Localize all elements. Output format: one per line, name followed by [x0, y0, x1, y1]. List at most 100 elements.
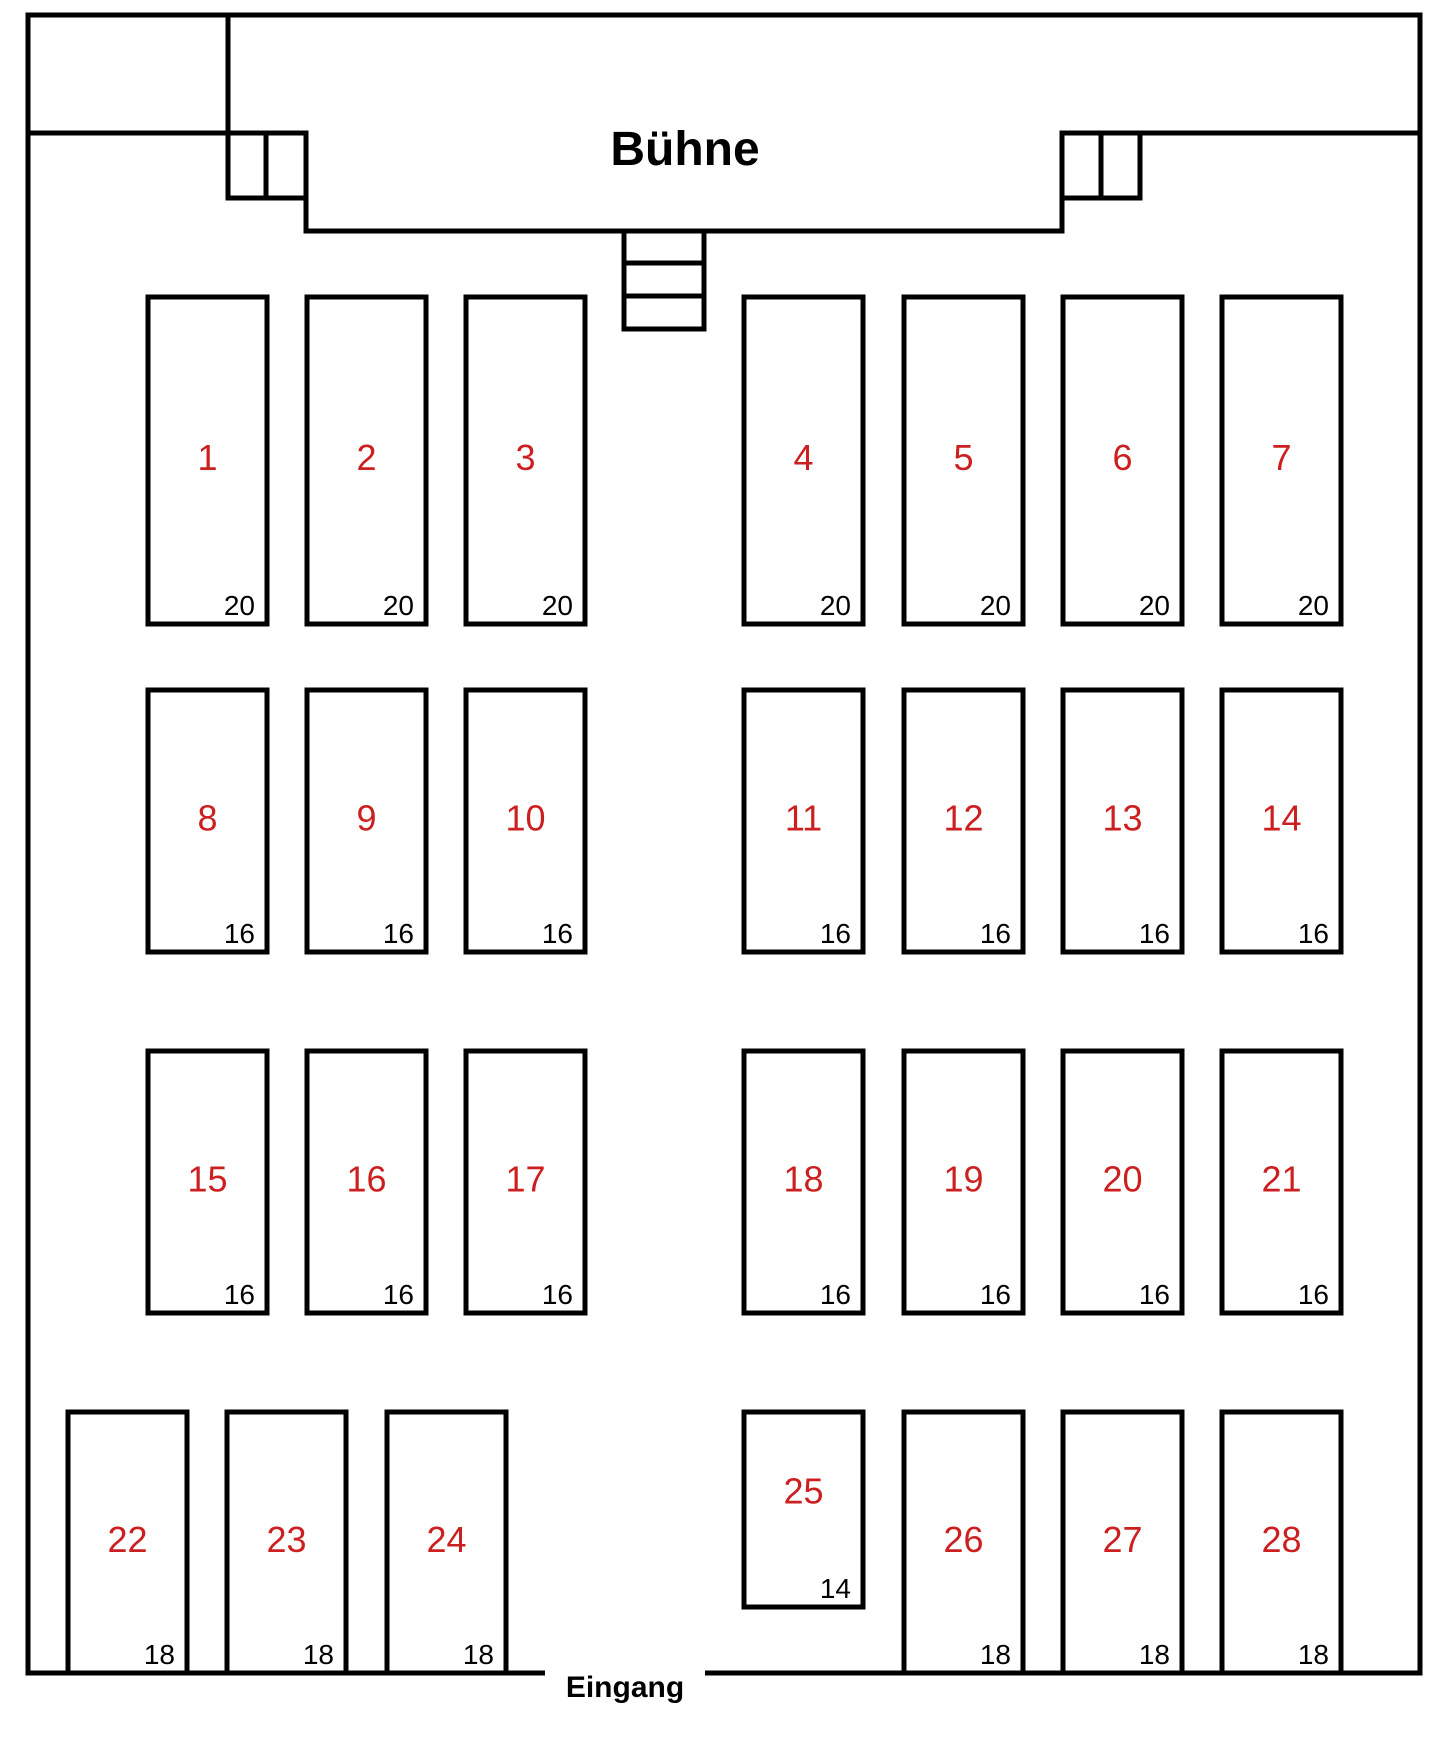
seat-count: 20: [383, 590, 414, 621]
seat-count: 16: [820, 918, 851, 949]
table-outline: [901, 1048, 1026, 1316]
table-number: 22: [107, 1519, 147, 1560]
table-number: 13: [1102, 798, 1142, 839]
table-28[interactable]: 28 18: [1219, 1409, 1344, 1676]
table-outline: [1219, 294, 1344, 627]
seat-count: 20: [542, 590, 573, 621]
table-1[interactable]: 120: [145, 294, 270, 627]
table-2[interactable]: 2 20: [304, 294, 429, 627]
table-outline: [145, 294, 270, 627]
table-outline: [463, 687, 588, 955]
seat-count: 18: [463, 1639, 494, 1670]
seat-count: 16: [980, 1279, 1011, 1310]
seat-count: 18: [980, 1639, 1011, 1670]
seat-count: 20: [224, 590, 255, 621]
seat-count: 20: [820, 590, 851, 621]
table-number: 8: [197, 798, 217, 839]
table-outline: [901, 1409, 1026, 1676]
table-number: 16: [346, 1159, 386, 1200]
seat-count: 20: [1139, 590, 1170, 621]
seat-count: 18: [1139, 1639, 1170, 1670]
seat-count: 16: [980, 918, 1011, 949]
table-13[interactable]: 13 16: [1060, 687, 1185, 955]
table-12[interactable]: 12 16: [901, 687, 1026, 955]
table-11[interactable]: 11 16: [741, 687, 866, 955]
seat-count: 16: [383, 918, 414, 949]
table-outline: [65, 1409, 190, 1676]
table-outline: [304, 687, 429, 955]
table-9[interactable]: 916: [304, 687, 429, 955]
table-23[interactable]: 23 18: [224, 1409, 349, 1676]
table-8[interactable]: 8 16: [145, 687, 270, 955]
table-outline: [145, 1048, 270, 1316]
table-number: 18: [783, 1159, 823, 1200]
table-3[interactable]: 320: [463, 294, 588, 627]
table-number: 24: [426, 1519, 466, 1560]
seat-count: 20: [980, 590, 1011, 621]
seat-count: 16: [1139, 918, 1170, 949]
table-5[interactable]: 5 20: [901, 294, 1026, 627]
seat-count: 16: [383, 1279, 414, 1310]
table-outline: [1219, 1409, 1344, 1676]
table-number: 28: [1261, 1519, 1301, 1560]
stage-stairs-front: [621, 228, 707, 332]
seat-count: 18: [1298, 1639, 1329, 1670]
table-outline: [741, 687, 866, 955]
table-outline: [741, 294, 866, 627]
table-outline: [304, 1048, 429, 1316]
table-number: 21: [1261, 1159, 1301, 1200]
table-number: 23: [266, 1519, 306, 1560]
table-7[interactable]: 720: [1219, 294, 1344, 627]
table-outline: [741, 1409, 866, 1610]
table-outline: [901, 687, 1026, 955]
table-number: 20: [1102, 1159, 1142, 1200]
tables: 1202203204205206207208169161016111612161…: [65, 294, 1344, 1676]
table-outline: [1060, 1409, 1185, 1676]
table-24[interactable]: 24 18: [384, 1409, 509, 1676]
table-number: 2: [356, 437, 376, 478]
table-outline: [145, 687, 270, 955]
stage-stairs-left: [225, 130, 309, 201]
table-outline: [901, 294, 1026, 627]
table-outline: [1219, 1048, 1344, 1316]
table-number: 5: [953, 437, 973, 478]
table-outline: [741, 1048, 866, 1316]
seat-count: 18: [144, 1639, 175, 1670]
table-number: 11: [785, 798, 822, 839]
seat-count: 18: [303, 1639, 334, 1670]
table-22[interactable]: 22 18: [65, 1409, 190, 1676]
table-number: 10: [505, 798, 545, 839]
seat-count: 16: [542, 1279, 573, 1310]
entrance-label: Eingang: [566, 1671, 684, 1704]
seat-count: 16: [820, 1279, 851, 1310]
table-outline: [1060, 1048, 1185, 1316]
table-number: 19: [943, 1159, 983, 1200]
table-number: 4: [793, 437, 813, 478]
table-number: 17: [505, 1159, 545, 1200]
seat-count: 16: [1139, 1279, 1170, 1310]
table-outline: [384, 1409, 509, 1676]
table-number: 15: [187, 1159, 227, 1200]
table-4[interactable]: 4 20: [741, 294, 866, 627]
table-number: 12: [943, 798, 983, 839]
seat-count: 16: [224, 918, 255, 949]
table-number: 6: [1112, 437, 1132, 478]
table-outline: [1060, 294, 1185, 627]
table-outline: [224, 1409, 349, 1676]
table-6[interactable]: 6 20: [1060, 294, 1185, 627]
seat-count: 14: [820, 1573, 851, 1604]
table-outline: [1060, 687, 1185, 955]
